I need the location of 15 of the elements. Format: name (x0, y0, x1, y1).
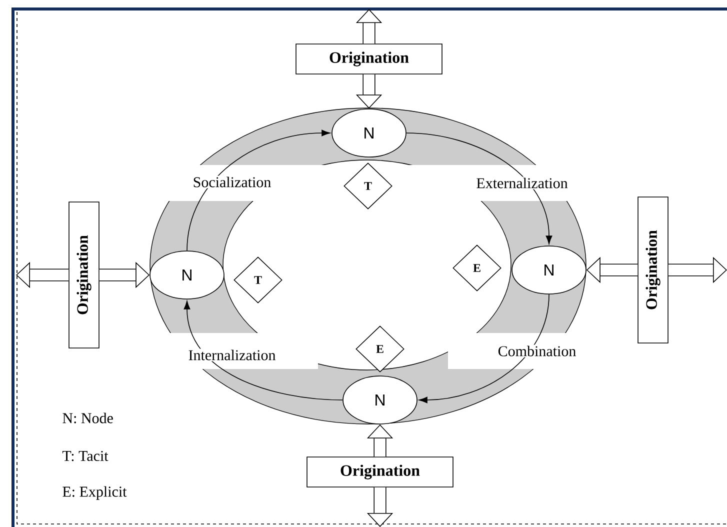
origination-box: Origination (306, 456, 454, 488)
edge-label: Socialization (192, 176, 272, 188)
edge-label: Combination (496, 344, 578, 358)
curved-arrow (186, 130, 330, 251)
curved-arrow (406, 132, 552, 244)
legend-text: T: Tacit (62, 450, 108, 462)
edge-label: Externalization (475, 176, 569, 190)
legend-text: N: Node (62, 412, 113, 424)
origination-box: Origination (68, 202, 100, 348)
origination-box: Origination (296, 44, 442, 74)
origination-box: Origination (638, 196, 668, 344)
legend-text: E: Explicit (62, 486, 127, 500)
curved-arrow (184, 300, 343, 400)
edge-label: Internalization (187, 348, 277, 362)
curved-arrow (418, 294, 550, 404)
